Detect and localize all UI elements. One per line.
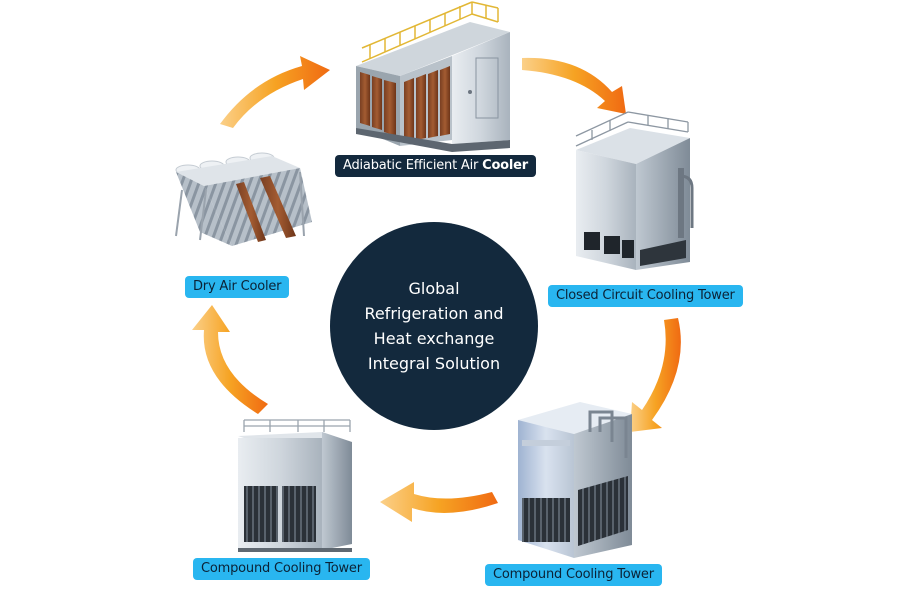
adiabatic-cooler-image (356, 1, 510, 152)
adiabatic-label-bold: Cooler (482, 158, 528, 173)
center-hub: Global Refrigeration and Heat exchange I… (330, 222, 538, 430)
center-title: Global Refrigeration and Heat exchange I… (349, 276, 519, 376)
center-line-2: Refrigeration and (364, 304, 504, 323)
arrow-left (192, 305, 268, 414)
adiabatic-label-main: Adiabatic Efficient Air (343, 158, 479, 173)
center-line-3: Heat exchange (373, 329, 495, 348)
adiabatic-cooler-label: Adiabatic Efficient Air Cooler (335, 155, 536, 177)
compound-tower-left-image (238, 419, 352, 552)
closed-circuit-label-text: Closed Circuit Cooling Tower (556, 288, 735, 303)
arrow-right (630, 318, 681, 432)
dry-air-cooler-image (175, 152, 312, 246)
center-line-1: Global (408, 279, 460, 298)
compound-tower-right-label: Compound Cooling Tower (485, 564, 662, 586)
compound-left-label-text: Compound Cooling Tower (201, 561, 362, 576)
dry-air-label-text: Dry Air Cooler (193, 279, 282, 294)
arrow-bottom (380, 482, 498, 522)
arrow-top-right (522, 57, 626, 114)
closed-circuit-tower-image (575, 111, 694, 270)
center-line-4: Integral Solution (367, 354, 501, 373)
compound-tower-left-label: Compound Cooling Tower (193, 558, 370, 580)
dry-air-cooler-label: Dry Air Cooler (185, 276, 290, 298)
closed-circuit-label: Closed Circuit Cooling Tower (548, 285, 743, 307)
compound-tower-right-image (518, 402, 632, 558)
arrow-top-left (220, 56, 330, 128)
compound-right-label-text: Compound Cooling Tower (493, 567, 654, 582)
